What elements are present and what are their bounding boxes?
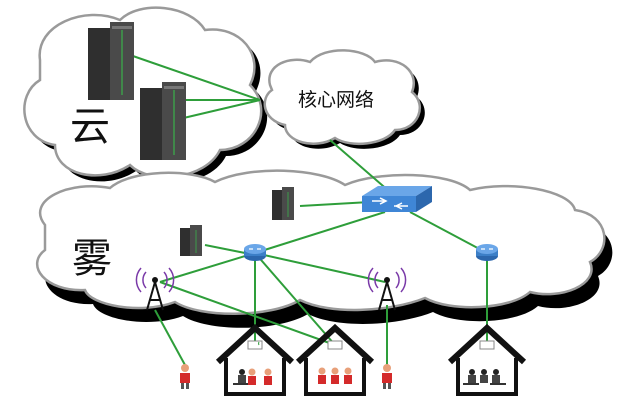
router-icon — [476, 244, 498, 261]
person-icon — [180, 364, 190, 389]
server-rack-icon — [180, 225, 202, 256]
wireless-tower-icon — [367, 267, 407, 311]
link-core-switch — [329, 139, 391, 193]
core-network-tier: 核心网络 — [263, 49, 425, 149]
wireless-tower-icon — [135, 267, 175, 311]
link-antenna1-person1 — [154, 309, 186, 366]
fog-label: 雾 — [72, 236, 112, 282]
network-links — [129, 54, 488, 366]
house-icon — [295, 323, 375, 396]
house-icon — [447, 323, 527, 396]
link-switch-router1 — [254, 211, 386, 254]
fog-shape — [36, 169, 606, 315]
link-antenna1-house2 — [159, 281, 336, 346]
link-switch-router2 — [409, 211, 488, 254]
network-switch-icon — [362, 186, 432, 212]
fog-tier: 雾 — [36, 169, 613, 328]
server-rack-icon — [88, 22, 134, 100]
link-router1-antenna1 — [159, 252, 256, 283]
link-fogserver-switch — [299, 201, 371, 207]
link-router1-house2 — [254, 252, 336, 346]
person-icon — [382, 364, 392, 389]
cloud-label: 云 — [70, 104, 110, 150]
house-icon — [215, 323, 295, 396]
core-network-shape — [263, 49, 422, 145]
server-rack-icon — [272, 187, 294, 220]
link-server2b-core — [174, 99, 261, 121]
router-icon — [244, 244, 266, 261]
link-fogserver2-router1 — [204, 244, 246, 254]
link-router1-antenna2 — [254, 252, 386, 283]
link-server1-core — [129, 54, 261, 101]
core-network-label: 核心网络 — [298, 89, 374, 111]
server-rack-icon — [140, 82, 186, 160]
